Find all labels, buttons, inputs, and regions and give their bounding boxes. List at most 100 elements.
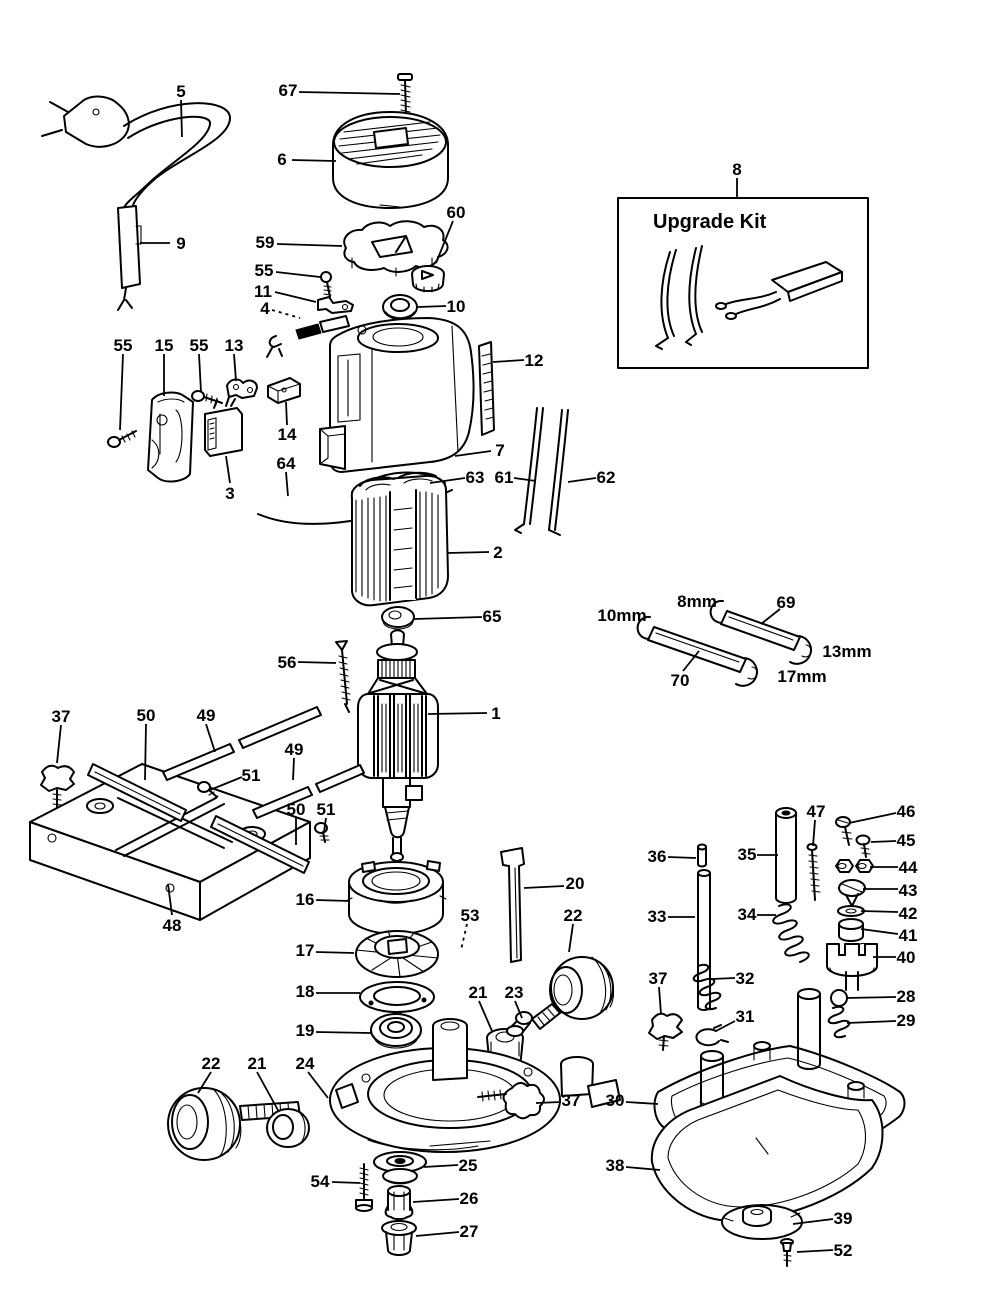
leader-line-19 <box>315 1031 372 1034</box>
nuts-44-part <box>835 859 874 873</box>
screw-47-part <box>806 843 821 901</box>
leader-line-29 <box>846 1020 897 1024</box>
screw-43-part <box>838 879 866 907</box>
fan-part <box>355 930 439 978</box>
callout-label-39: 39 <box>834 1209 853 1228</box>
callout-label-50: 50 <box>287 800 306 819</box>
callout-label-46: 46 <box>897 802 916 821</box>
callout-label-24: 24 <box>296 1054 315 1073</box>
callout-label-31: 31 <box>736 1007 755 1026</box>
callout-label-34: 34 <box>738 905 757 924</box>
cover-ring-part <box>345 860 447 935</box>
leader-line-50 <box>144 723 147 781</box>
clip-31-part <box>695 1024 729 1047</box>
wing-screw-37-right-part <box>477 1082 545 1120</box>
guide-rod-part <box>500 847 525 963</box>
callout-label-37: 37 <box>52 707 71 726</box>
callout-label-35: 35 <box>738 845 757 864</box>
leader-line-51 <box>323 817 327 833</box>
washer-42-part <box>837 905 865 917</box>
leader-line-65 <box>413 616 483 620</box>
callout-label-63: 63 <box>466 468 485 487</box>
leader-line-48 <box>167 883 173 916</box>
callout-label-8mm: 8mm <box>677 592 717 611</box>
callout-label-40: 40 <box>897 948 916 967</box>
leader-line-61 <box>513 477 537 482</box>
rod-33-part <box>697 869 711 1011</box>
leader-line-23 <box>514 1000 523 1019</box>
screw-51-parts <box>197 781 330 843</box>
callout-label-32: 32 <box>736 969 755 988</box>
callout-label-49: 49 <box>285 740 304 759</box>
ball-28-part <box>830 989 848 1007</box>
router-base-part <box>329 1018 621 1153</box>
callout-label-3: 3 <box>225 484 234 503</box>
callout-label-47: 47 <box>807 802 826 821</box>
callout-label-42: 42 <box>899 904 918 923</box>
leader-line-1 <box>427 712 488 715</box>
callout-label-25: 25 <box>459 1156 478 1175</box>
callout-label-54: 54 <box>311 1172 330 1191</box>
block-14-part <box>267 377 301 404</box>
callout-label-11: 11 <box>254 282 272 301</box>
leader-line-60 <box>435 220 454 264</box>
callout-label-20: 20 <box>566 874 585 893</box>
leader-line-38 <box>625 1166 661 1171</box>
callout-label-64: 64 <box>277 454 296 473</box>
callout-label-55: 55 <box>190 336 209 355</box>
leader-line-56 <box>297 661 337 664</box>
switch-3-part <box>204 396 243 457</box>
leader-line-49 <box>292 757 295 781</box>
armature-part <box>357 629 439 870</box>
callout-label-55: 55 <box>255 261 274 280</box>
callout-label-10: 10 <box>447 297 466 316</box>
callout-label-62: 62 <box>597 468 616 487</box>
parallel-guide-part <box>29 763 311 921</box>
callout-label-29: 29 <box>897 1011 916 1030</box>
leader-line-37 <box>535 1101 562 1104</box>
callout-label-44: 44 <box>899 858 918 877</box>
bearing-19-part <box>370 1013 422 1049</box>
callout-label-21: 21 <box>469 983 488 1002</box>
spring-32-part <box>692 963 722 1011</box>
leader-line-49 <box>205 723 216 753</box>
callout-label-52: 52 <box>834 1241 853 1260</box>
callout-label-27: 27 <box>460 1222 479 1241</box>
leader-line-39 <box>792 1218 834 1225</box>
washer-65-part <box>381 606 415 630</box>
leader-line-70 <box>682 650 700 672</box>
bearing-10-part <box>382 294 418 320</box>
screw-55-mid-part <box>191 390 223 406</box>
dust-shield-part <box>650 1075 884 1222</box>
callout-label-23: 23 <box>505 983 524 1002</box>
disc-39-part <box>721 1204 803 1240</box>
leader-line-42 <box>860 910 899 913</box>
callout-label-49: 49 <box>197 706 216 725</box>
leader-line-22 <box>197 1071 212 1094</box>
leader-line-51 <box>209 776 243 791</box>
upgrade-kit-box: Upgrade Kit <box>617 197 869 369</box>
leader-line-14 <box>285 401 288 426</box>
callout-label-22: 22 <box>202 1054 221 1073</box>
leader-line-5 <box>180 99 183 138</box>
motor-housing-part <box>319 317 475 473</box>
callout-label-33: 33 <box>648 907 667 926</box>
callout-label-17mm: 17mm <box>777 667 826 686</box>
cap-60-part <box>411 265 445 293</box>
leader-line-37 <box>56 724 62 764</box>
leader-line-31 <box>715 1020 736 1032</box>
callout-label-6: 6 <box>277 150 286 169</box>
leader-line-45 <box>870 840 897 843</box>
callout-label-43: 43 <box>899 881 918 900</box>
leader-line-32 <box>711 977 736 980</box>
callout-label-14: 14 <box>278 425 297 444</box>
callout-label-51: 51 <box>317 800 336 819</box>
leader-line-3 <box>225 455 231 484</box>
pin-23-part <box>506 1011 533 1037</box>
callout-label-50: 50 <box>137 706 156 725</box>
callout-label-13mm: 13mm <box>822 642 871 661</box>
callout-label-8: 8 <box>732 160 741 179</box>
callout-label-55: 55 <box>114 336 133 355</box>
